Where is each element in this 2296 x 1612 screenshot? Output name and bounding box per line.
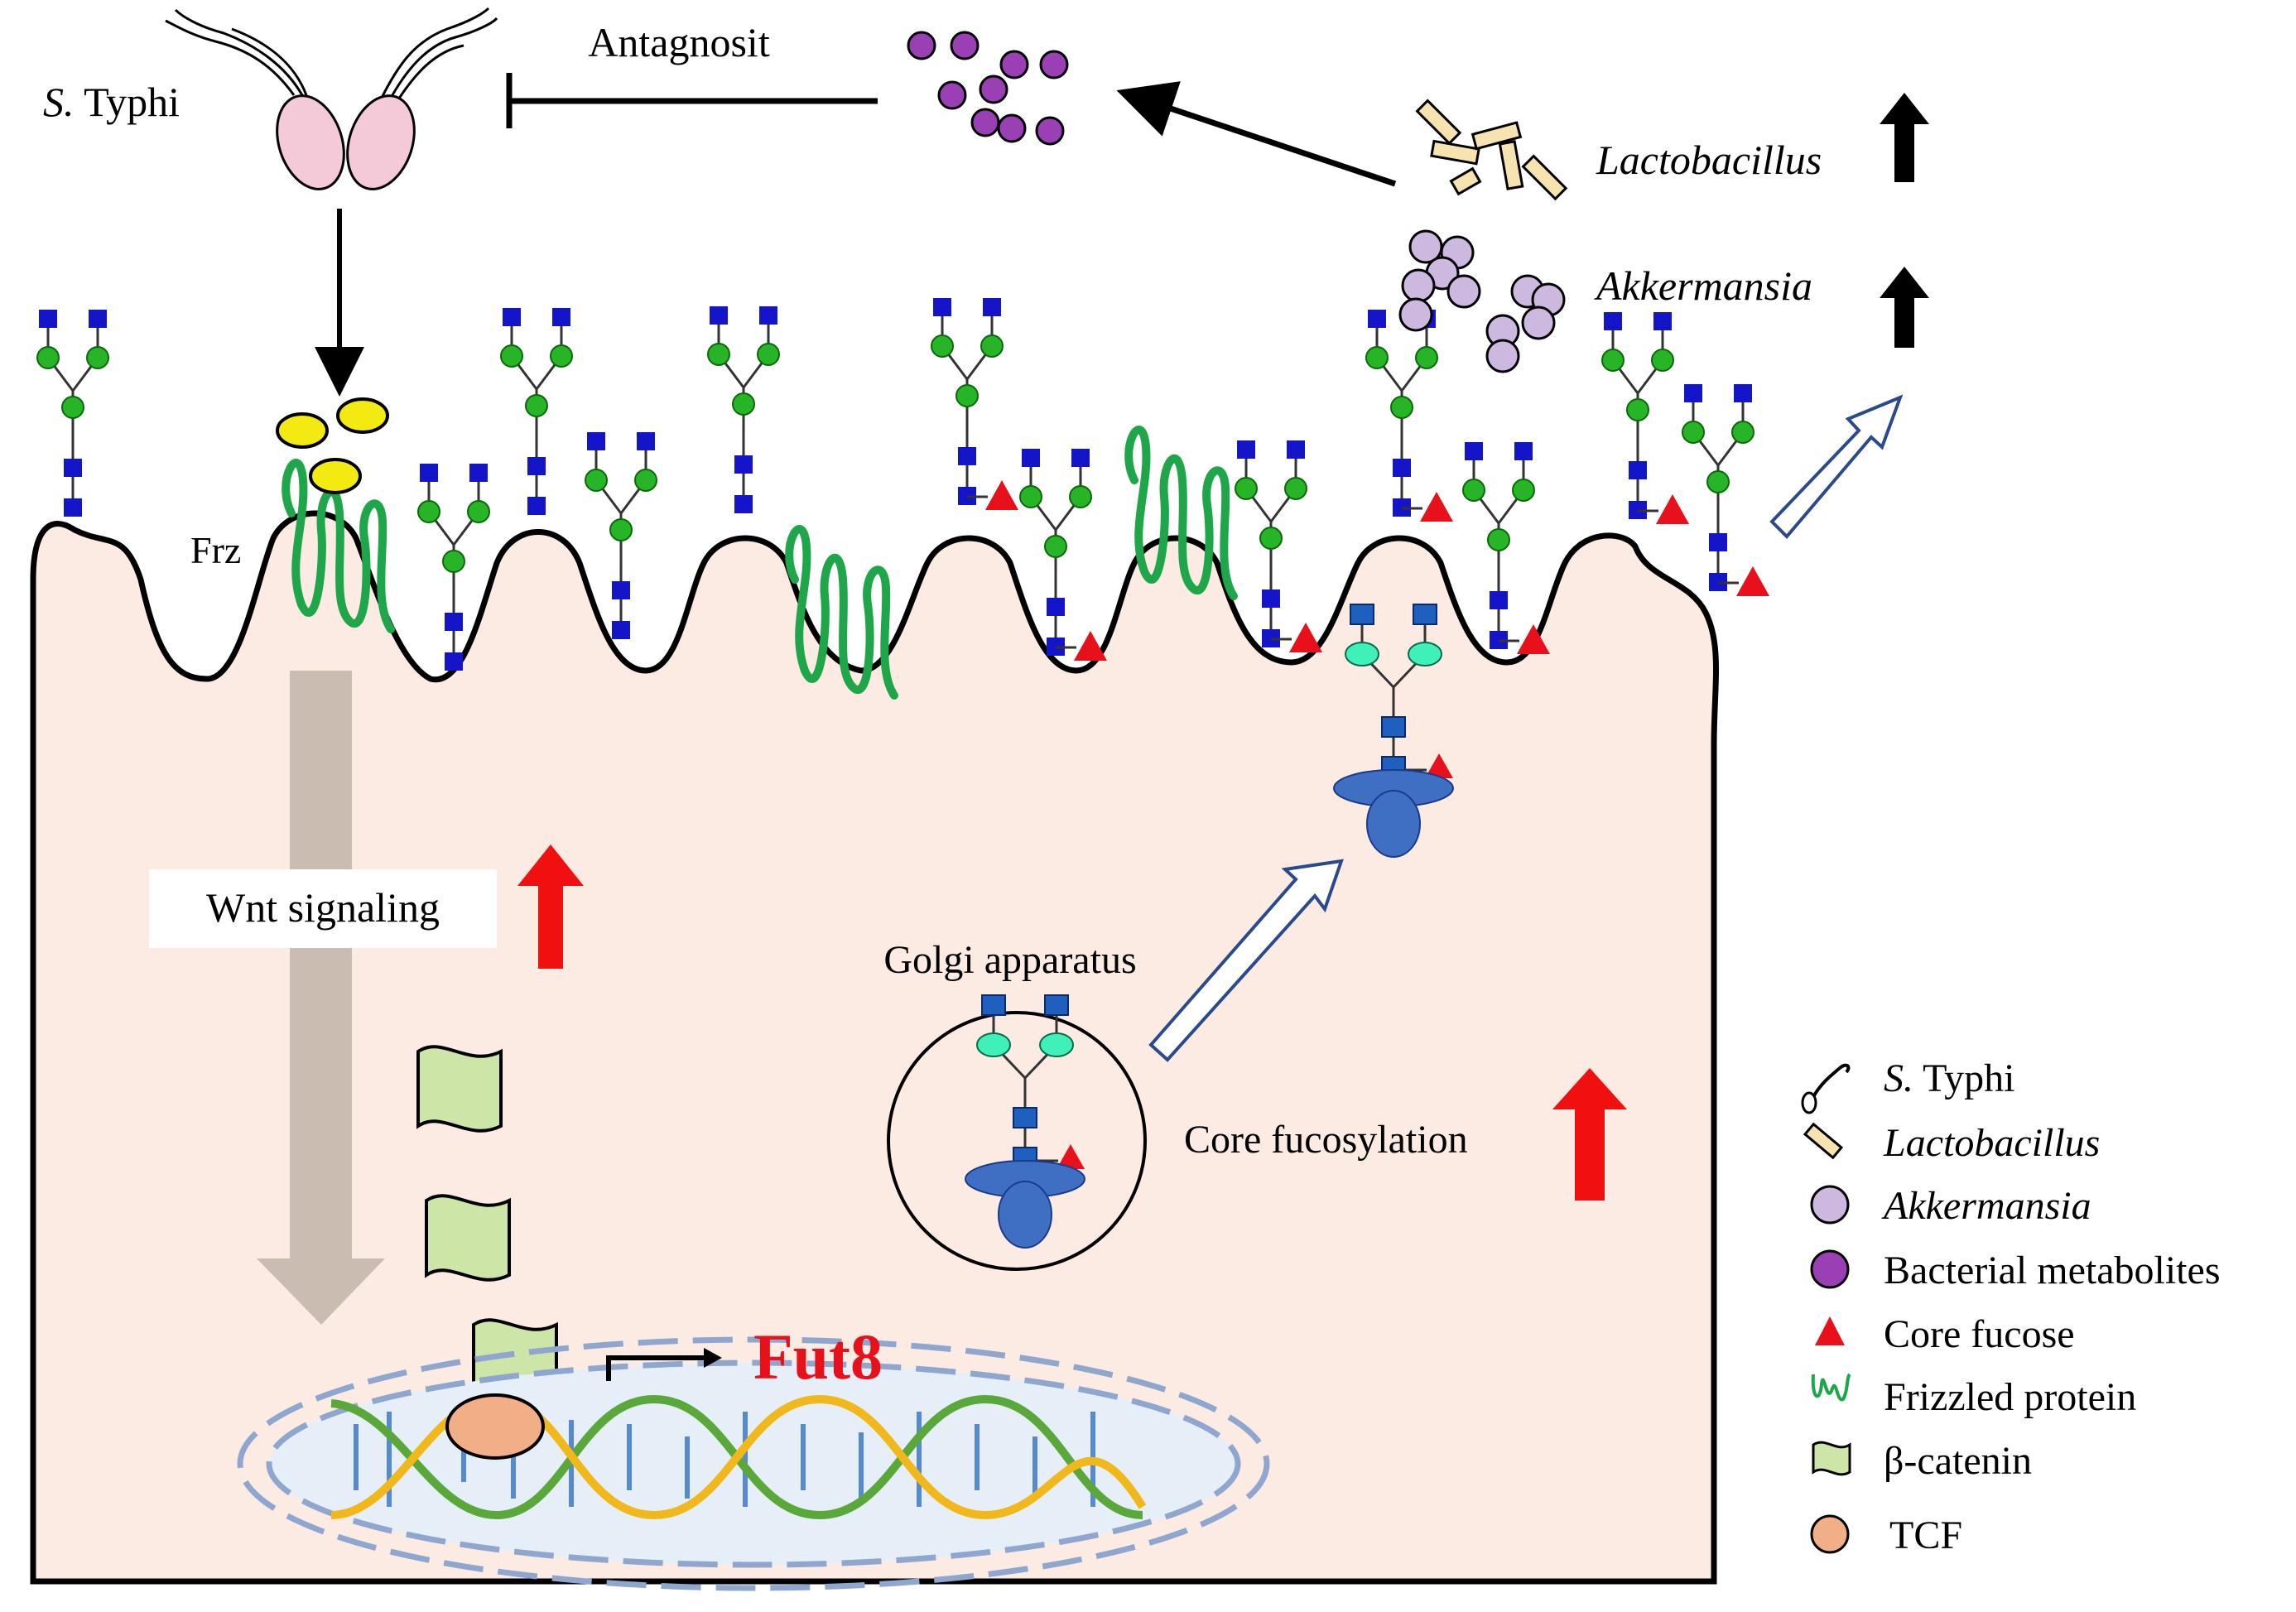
lactobacillus-cluster <box>1415 99 1568 201</box>
secretion-arrow <box>1769 394 1904 539</box>
transcription-arrow <box>606 1348 722 1381</box>
wnt-signaling-arrow <box>257 671 385 1325</box>
legend-label-tcf: TCF <box>1889 1513 1962 1557</box>
legend-label-core-fucose: Core fucose <box>1884 1312 2075 1356</box>
legend-label-beta-catenin: β-catenin <box>1884 1439 2032 1483</box>
golgi-circle <box>887 1011 1147 1271</box>
legend-label-lactobacillus: Lactobacillus <box>1883 1121 2100 1165</box>
antagonist-inhibition-arrow <box>506 73 878 128</box>
legend-s-typhi-icon <box>1801 1063 1851 1114</box>
core-fucosylation-label: Core fucosylation <box>1184 1118 1468 1162</box>
legend-label-akkermansia: Akkermansia <box>1881 1184 2091 1228</box>
legend-label-s-typhi: S. Typhi <box>1884 1056 2014 1100</box>
legend-beta-catenin-icon <box>1812 1441 1851 1476</box>
wnt-label-box <box>149 869 497 948</box>
legend-label-metabolites: Bacterial metabolites <box>1884 1249 2221 1292</box>
golgi-to-membrane-arrow <box>1148 859 1344 1062</box>
legend-lactobacillus-icon <box>1803 1122 1844 1160</box>
lactobacillus-label: Lactobacillus <box>1596 137 1822 183</box>
akkermansia-label: Akkermansia <box>1594 262 1812 309</box>
wnt-up-arrow-icon <box>517 844 584 969</box>
s-typhi-bacteria <box>165 7 498 190</box>
wnt-ligands <box>276 397 389 494</box>
akkermansia-up-arrow-icon <box>1880 267 1929 348</box>
antagonist-label: Antagnosit <box>588 19 770 65</box>
tcf-protein <box>445 1393 545 1460</box>
legend-core-fucose-icon <box>1815 1316 1845 1345</box>
frz-label: Frz <box>190 529 241 571</box>
legend-akkermansia-icon <box>1810 1185 1850 1225</box>
golgi-label: Golgi apparatus <box>883 938 1136 982</box>
bacterial-metabolites <box>907 31 1069 146</box>
core-fucosylation-up-arrow-icon <box>1552 1068 1627 1201</box>
legend-label-frizzled: Frizzled protein <box>1884 1375 2136 1419</box>
lactobacillus-up-arrow-icon <box>1880 93 1929 182</box>
wnt-label: Wnt signaling <box>206 884 440 931</box>
legend-tcf-icon <box>1810 1514 1850 1554</box>
s-typhi-label: S. Typhi <box>43 79 180 125</box>
fut8-gene-label: Fut8 <box>753 1321 883 1393</box>
legend-metabolite-icon <box>1810 1249 1850 1289</box>
metabolite-production-arrow <box>1116 81 1397 187</box>
legend: S. Typhi Lactobacillus Akkermansia Bacte… <box>1801 1056 2221 1557</box>
akkermansia-cluster <box>1398 229 1566 373</box>
legend-frizzled-icon <box>1811 1373 1851 1402</box>
